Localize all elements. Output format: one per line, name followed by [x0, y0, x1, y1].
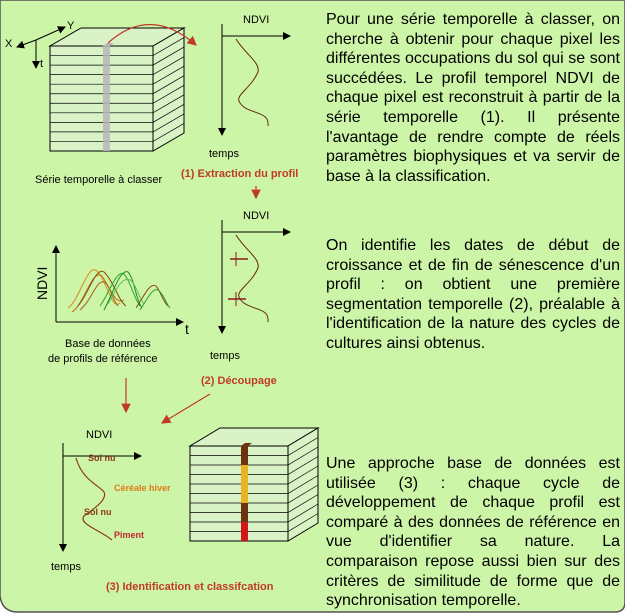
cube-layer-line — [50, 56, 185, 75]
ndvi-label-3: NDVI — [243, 210, 269, 222]
cube-layer-line — [190, 465, 319, 485]
sol-nu-label-1: Sol nu — [88, 453, 116, 463]
axis-x-label: X — [5, 38, 13, 50]
ndvi-label-4: NDVI — [86, 429, 112, 441]
paragraph-profile-extraction: Pour une série temporelle à classer, on … — [326, 11, 620, 185]
step2-caption: (2) Découpage — [201, 375, 277, 387]
cube-layer-line — [190, 484, 319, 504]
ndvi-profile-3: NDVI temps Sol nu Céréale hiver Sol nu P… — [51, 429, 171, 573]
temps-label-1: temps — [209, 148, 239, 160]
ndvi-label-1: NDVI — [243, 14, 269, 26]
database-label-line2: de profils de référence — [48, 353, 157, 365]
ndvi-profile-2: NDVI temps — [210, 210, 291, 362]
temps-label-3: temps — [51, 561, 81, 573]
cube-layer-line — [50, 75, 185, 95]
classified-cube — [188, 427, 320, 542]
database-label-line1: Base de données — [65, 338, 151, 350]
ndvi-axis-label-2: NDVI — [34, 267, 50, 300]
temps-label-2: temps — [210, 350, 240, 362]
sol-nu-label-2: Sol nu — [84, 507, 112, 517]
time-series-cube — [48, 27, 186, 152]
cube-layer-line — [190, 503, 319, 523]
cube-layer-line — [50, 65, 185, 85]
reference-database-chart: NDVI t Base de données de profils de réf… — [34, 245, 189, 365]
cube-layer-line — [50, 37, 185, 56]
ndvi-profile-1: NDVI temps — [209, 14, 291, 160]
cube-layer-line — [50, 104, 185, 123]
paragraph-segmentation: On identifie les dates de début de crois… — [326, 237, 620, 352]
step1-caption: (1) Extraction du profil — [181, 168, 298, 180]
cube-layer-line — [190, 456, 319, 475]
axis-t-label: t — [40, 58, 43, 70]
cube-layer-line — [190, 446, 319, 466]
cube-layer-line — [50, 46, 185, 66]
step3-caption: (3) Identification et classifcation — [106, 581, 274, 593]
axis-y-label: Y — [67, 20, 75, 32]
cube-layer-line — [190, 513, 319, 532]
cube-layer-line — [190, 494, 319, 513]
cube-layer-line — [50, 84, 185, 104]
cube-layer-line — [50, 113, 185, 133]
piment-label: Piment — [114, 530, 144, 540]
t-axis-label-2: t — [185, 321, 189, 337]
class-segment-bare-soil-1 — [241, 446, 248, 465]
cube-layer-line — [190, 437, 319, 456]
class-segment-bare-soil-2 — [241, 503, 248, 522]
class-segment-cereal — [241, 465, 248, 503]
extraction-arrow — [107, 23, 197, 46]
cereale-hiver-label: Céréale hiver — [114, 483, 171, 493]
selected-pixel-column — [103, 46, 110, 151]
class-segment-chili — [241, 522, 248, 541]
series-label: Série temporelle à classer — [35, 174, 163, 186]
paragraph-identification: Une approche base de données est utilisé… — [326, 455, 620, 610]
segmentation-to-identification-arrow — [160, 393, 211, 424]
cube-layer-line — [190, 475, 319, 494]
cube-layer-line — [50, 123, 185, 142]
cube-layer-line — [50, 94, 185, 114]
reference-axes: X Y t — [5, 20, 75, 70]
